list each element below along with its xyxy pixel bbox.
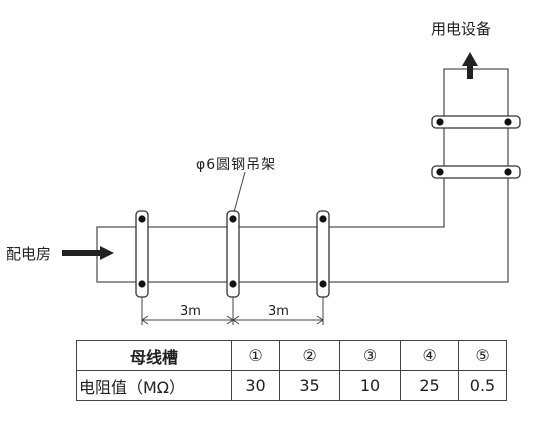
table-cell: 10 — [339, 370, 401, 401]
column-header: ② — [279, 340, 340, 371]
header-label: 母线槽 — [76, 340, 232, 371]
table-cell: 35 — [279, 370, 340, 401]
column-header: ④ — [400, 340, 459, 371]
equipment-label: 用电设备 — [431, 20, 492, 38]
row-label: 电阻值（MΩ） — [76, 370, 232, 401]
inlet-arrow — [62, 246, 114, 260]
distribution-room-label: 配电房 — [6, 245, 52, 263]
column-header: ③ — [339, 340, 401, 371]
busway-drawing — [62, 52, 521, 325]
table-value-row: 电阻值（MΩ） 30 35 10 25 0.5 — [76, 370, 507, 401]
hanger-1 — [135, 210, 149, 298]
riser-bracket-1 — [431, 115, 521, 129]
column-header: ⑤ — [458, 340, 507, 371]
spacing-label-2: 3m — [268, 304, 289, 319]
busway-outline — [96, 68, 509, 283]
hanger-label: φ6圆钢吊架 — [196, 157, 277, 173]
riser-bracket-2 — [431, 165, 521, 179]
table-cell: 30 — [231, 370, 280, 401]
hanger-2 — [226, 210, 240, 298]
dimension-lines — [141, 297, 324, 325]
column-header: ① — [231, 340, 280, 371]
hanger-leader-line — [233, 171, 246, 213]
outlet-arrow — [462, 52, 478, 79]
resistance-table: 母线槽 ① ② ③ ④ ⑤ 电阻值（MΩ） 30 35 10 25 0.5 — [76, 340, 507, 401]
spacing-label-1: 3m — [180, 304, 201, 319]
table-cell: 25 — [400, 370, 459, 401]
hanger-3 — [316, 210, 330, 298]
table-cell: 0.5 — [458, 370, 507, 401]
table-header-row: 母线槽 ① ② ③ ④ ⑤ — [76, 340, 507, 371]
